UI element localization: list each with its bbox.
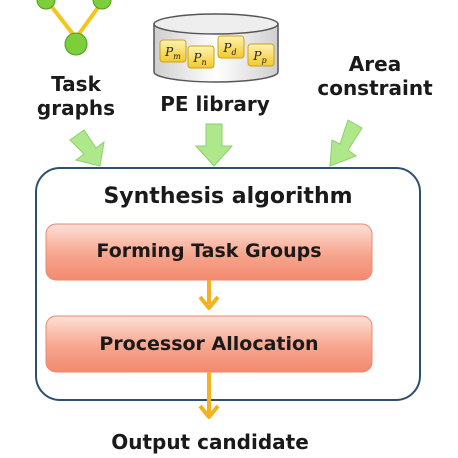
task-node: [36, 0, 56, 10]
task-node: [92, 0, 112, 10]
task-graphs-line1: Task: [51, 72, 101, 96]
flow-arrow-step: [198, 280, 220, 310]
task-graphs-arrow: [69, 129, 105, 167]
synthesis-title: Synthesis algorithm: [103, 184, 353, 209]
area-constraint-label: Area constraint: [300, 52, 450, 100]
area-constraint-line1: Area: [348, 52, 402, 76]
pe-library-label: PE library: [160, 92, 270, 116]
pe-library-icon: Pm Pn Pd Pp: [153, 13, 279, 83]
pe-tile: Pm: [159, 39, 187, 63]
task-node: [64, 32, 88, 56]
pe-tile: Pn: [187, 45, 215, 69]
pe-subscript: d: [231, 48, 236, 57]
pe-tile: Pp: [247, 43, 275, 67]
pe-subscript: p: [261, 56, 266, 65]
processor-allocation-label: Processor Allocation: [99, 333, 319, 355]
task-graphs-line2: graphs: [36, 96, 116, 120]
pe-library-arrow: [194, 123, 234, 167]
forming-task-groups-label: Forming Task Groups: [96, 240, 322, 262]
flow-arrow-output: [198, 372, 220, 419]
task-graph-icon: [36, 0, 112, 56]
output-candidate-label: Output candidate: [111, 430, 309, 454]
pe-tile: Pd: [217, 35, 245, 59]
area-constraint-line2: constraint: [317, 76, 433, 100]
area-constraint-arrow: [329, 119, 363, 167]
pe-subscript: m: [173, 52, 181, 61]
pe-subscript: n: [201, 58, 206, 67]
task-graphs-label: Task graphs: [26, 72, 126, 120]
